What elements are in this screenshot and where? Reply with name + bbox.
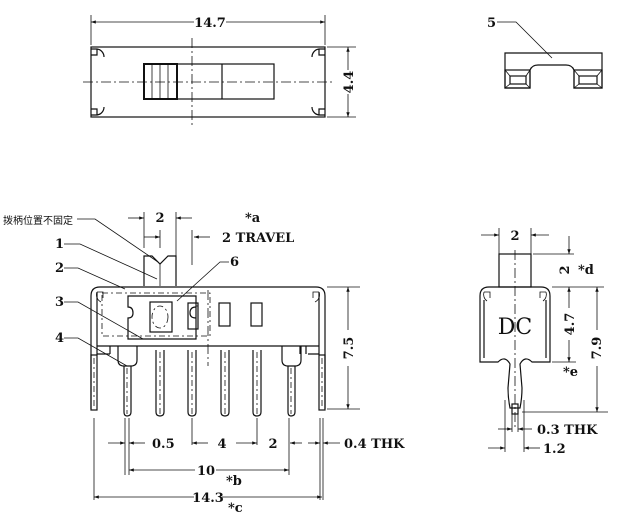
side-body-height-dim: 4.7 <box>563 313 578 336</box>
travel-dim: 2 TRAVEL <box>222 231 294 246</box>
side-body-height-mark: *e <box>563 365 578 380</box>
actuator-width-dim: 2 <box>155 211 164 226</box>
callout-1: 1 <box>55 237 64 252</box>
pins <box>123 350 296 417</box>
side-pin-thickness-dim: 0.3 THK <box>537 423 598 438</box>
top-height-dim: 4.4 <box>342 71 357 94</box>
callout-5: 5 <box>487 16 496 31</box>
side-overall-height-dim: 7.9 <box>590 337 605 360</box>
pin-spacing-dim: 2 <box>268 437 277 452</box>
side-actuator-height-dim: 2 <box>558 265 573 274</box>
travel-note-mark: *a <box>245 211 261 226</box>
pin-span-mark: *b <box>226 474 242 489</box>
side-actuator-width-dim: 2 <box>510 229 519 244</box>
detail-view: 5 <box>487 16 603 89</box>
tab-thickness-dim: 0.4 THK <box>344 437 405 452</box>
callout-3: 3 <box>55 295 64 310</box>
pin-span-dim: 10 <box>197 464 215 479</box>
front-view: 拨柄位置不固定 2 *a 2 TRAVEL 1 2 3 4 6 <box>3 211 405 516</box>
pin-pitch-dim: 4 <box>217 437 226 452</box>
side-actuator-height-mark: *d <box>578 263 594 278</box>
overall-width-dim: 14.3 <box>192 491 224 506</box>
front-height-dim: 7.5 <box>342 337 357 360</box>
callout-4: 4 <box>55 331 64 346</box>
side-view: 2 2 *d DC 4.7 *e 7.9 <box>479 228 608 457</box>
side-pin-width-dim: 1.2 <box>543 442 566 457</box>
top-view: 14.7 4.4 <box>83 15 357 126</box>
callout-6: 6 <box>230 255 239 270</box>
callout-2: 2 <box>55 261 64 276</box>
top-width-dim: 14.7 <box>194 16 226 31</box>
pin-width-dim: 0.5 <box>152 437 175 452</box>
handle-position-note: 拨柄位置不固定 <box>3 214 73 227</box>
overall-width-mark: *c <box>228 501 243 516</box>
